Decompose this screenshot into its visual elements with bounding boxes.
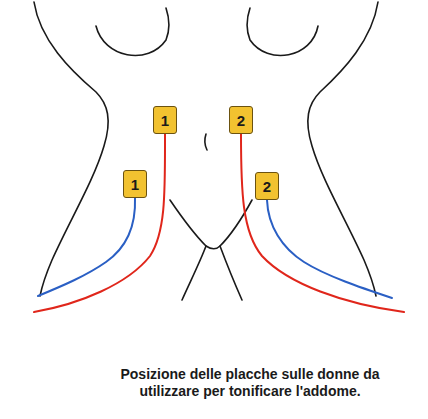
electrode-pad: 2	[229, 106, 253, 134]
red-wire	[34, 134, 165, 312]
electrode-pad: 2	[255, 172, 279, 200]
body-contour	[308, 2, 378, 296]
caption: Posizione delle placche sulle donne da u…	[90, 366, 410, 400]
pad-number: 1	[161, 113, 169, 128]
navel	[205, 134, 207, 150]
breast-outline	[96, 8, 169, 56]
leg-line	[182, 246, 206, 300]
pad-number: 2	[263, 179, 271, 194]
groin-line	[170, 200, 252, 249]
red-wire	[241, 134, 404, 312]
pad-number: 1	[131, 177, 139, 192]
leg-line	[220, 246, 242, 300]
electrode-pad: 1	[123, 170, 147, 198]
electrode-pad: 1	[153, 106, 177, 134]
blue-wire	[267, 200, 392, 298]
pad-number: 2	[237, 113, 245, 128]
breast-outline	[247, 8, 318, 56]
body-contour	[34, 2, 108, 296]
blue-wire	[38, 198, 135, 296]
